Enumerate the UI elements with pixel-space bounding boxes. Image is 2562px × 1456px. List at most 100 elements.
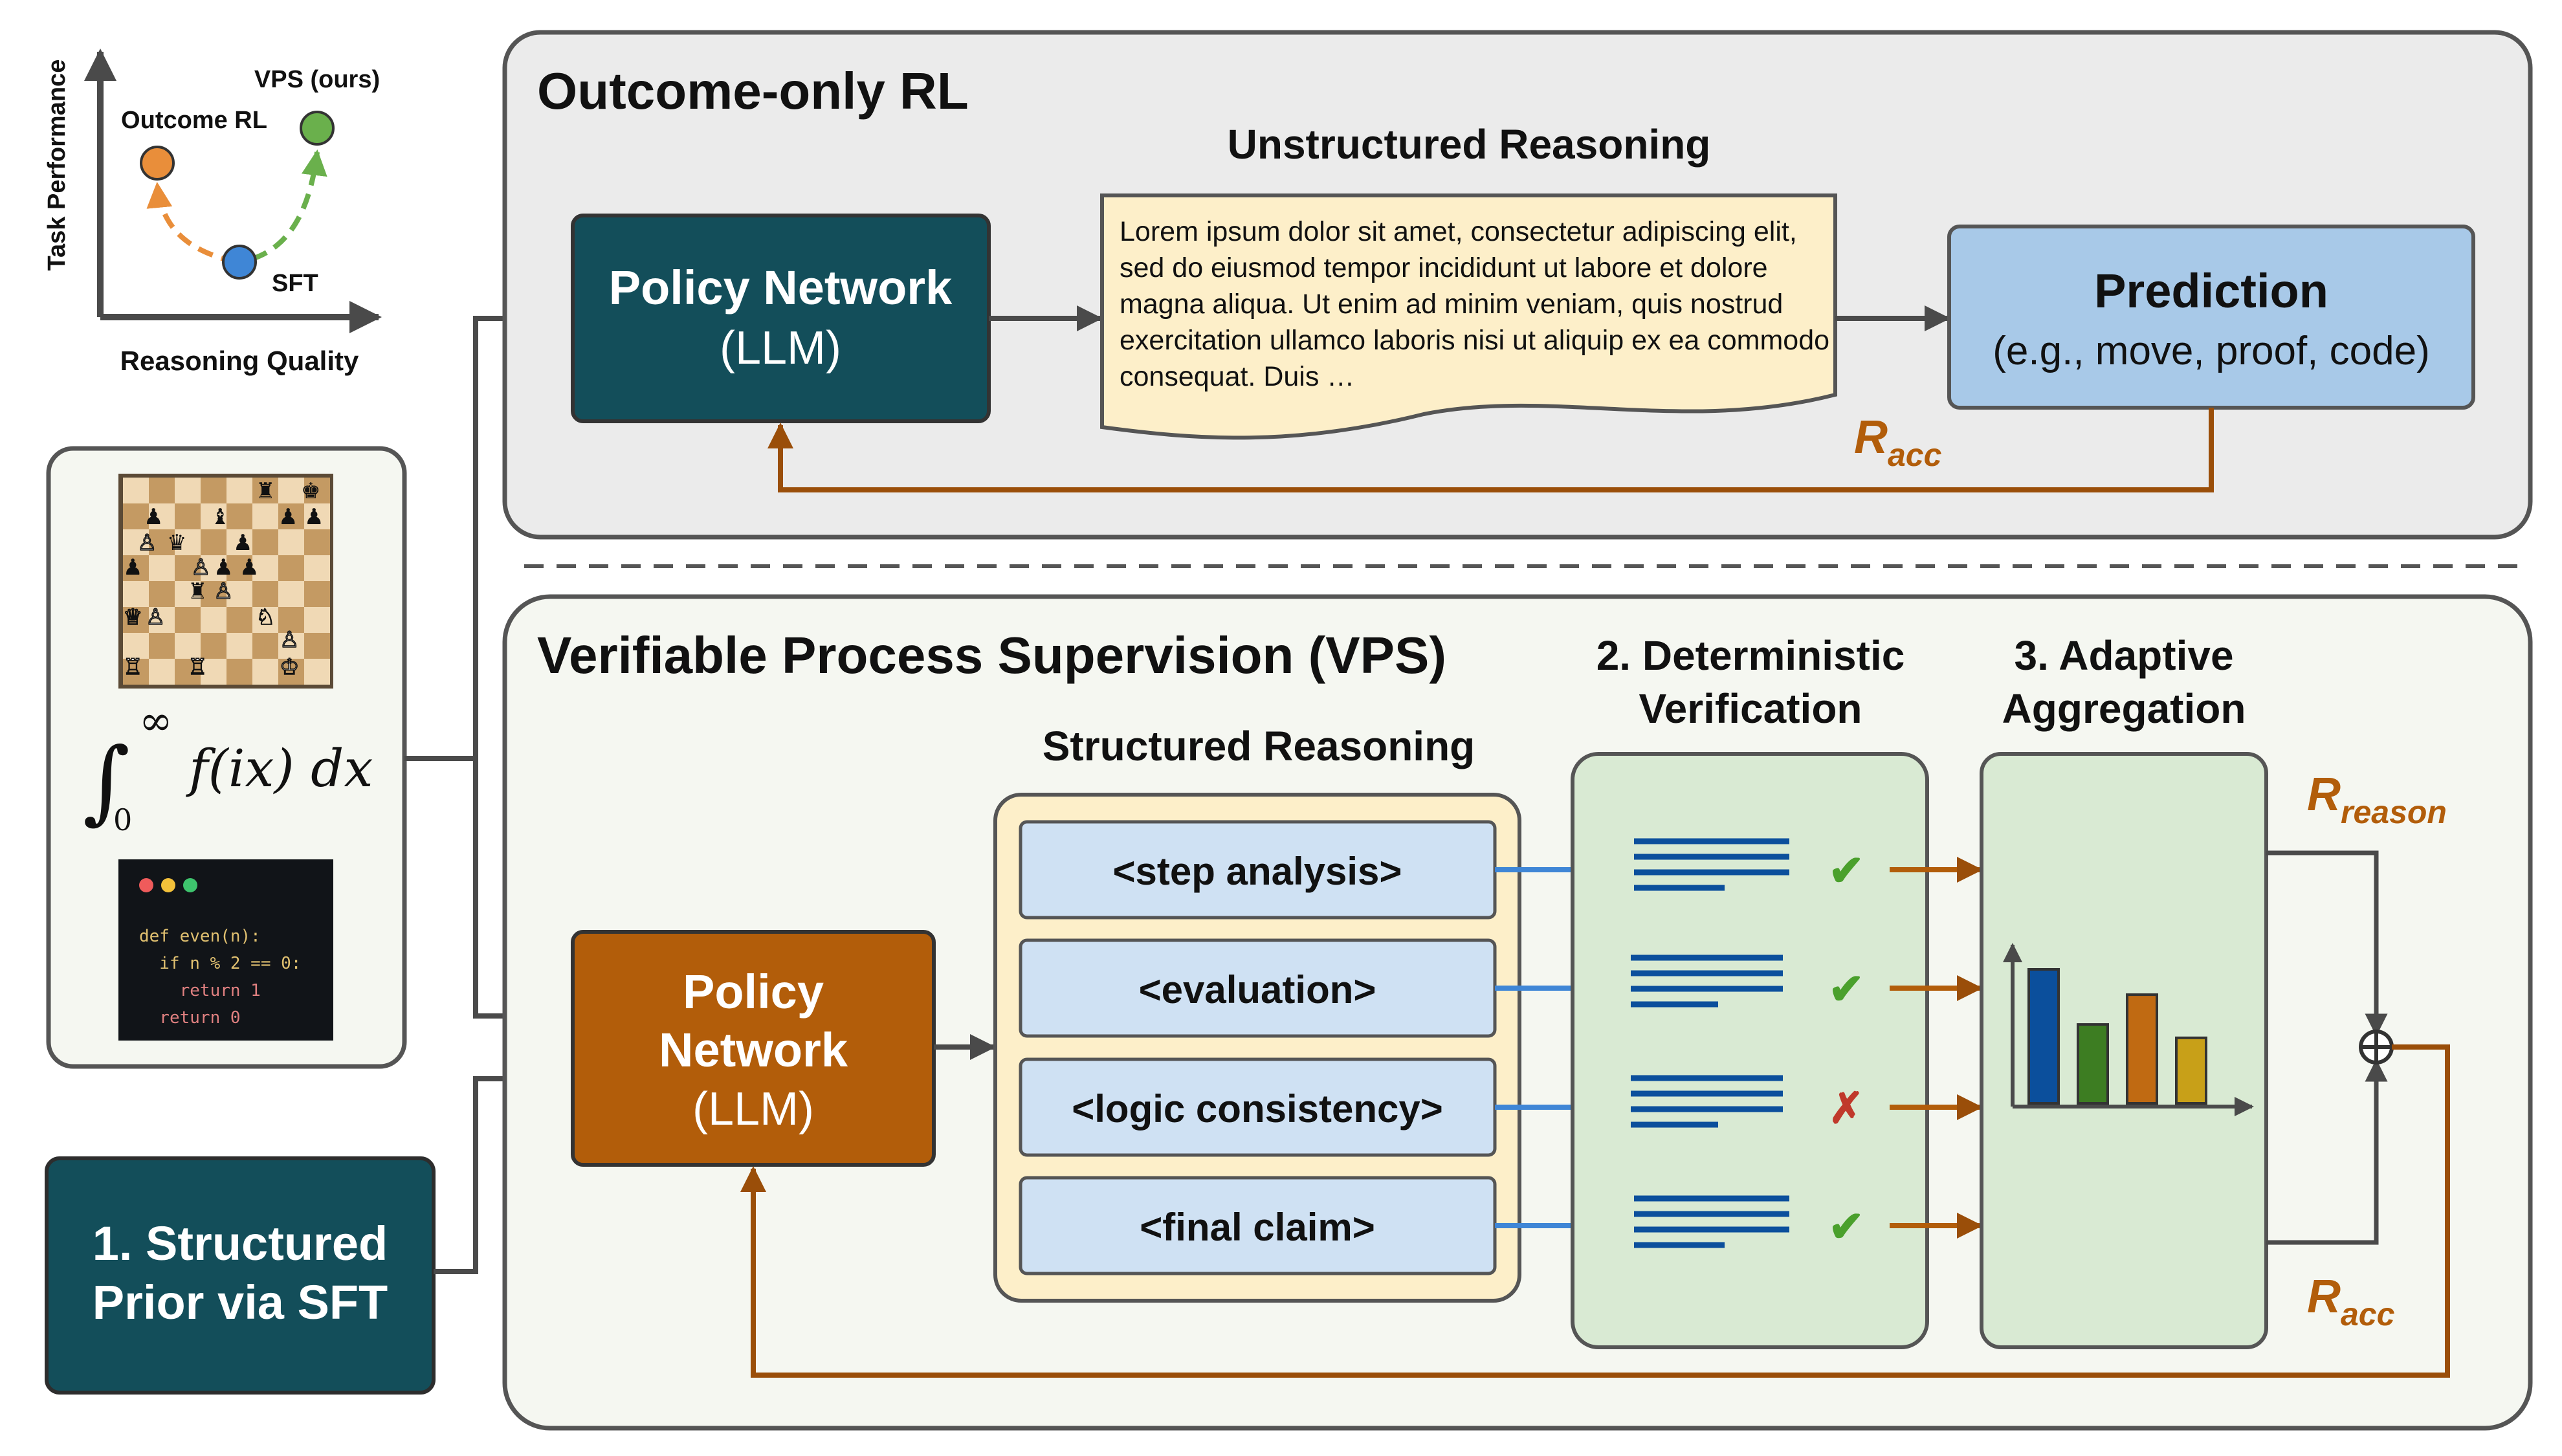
step-analysis-tag: <step analysis> [1019,820,1497,920]
chess-square [175,503,201,529]
reward-reason-label: Rreason [2307,769,2447,830]
reward-acc-feedback-top [767,408,2214,492]
svg-text:♜: ♜ [256,478,275,504]
chess-square [123,555,149,581]
policy-bottom-line3: (LLM) [692,1083,814,1135]
chess-square [226,503,252,529]
outcome-rl-title: Outcome-only RL [537,62,969,120]
chess-square [149,503,175,529]
structured-reasoning-container [993,793,1521,1303]
reward-acc-bottom-label: Racc [2307,1271,2395,1332]
chess-square [123,581,149,607]
chess-square [175,607,201,633]
svg-text:♔: ♔ [280,654,299,680]
step-label: <evaluation> [1139,968,1376,1011]
check-mark-icon: ✔ [1828,846,1864,894]
chess-square [201,633,226,659]
chess-square [252,607,278,633]
prediction-title: Prediction [2094,264,2328,318]
reward-feedback-bottom [740,1044,2450,1378]
chess-square [304,581,330,607]
chess-square [278,607,304,633]
chess-square [304,633,330,659]
verification-text-lines [1631,838,1789,1248]
verification-title-2: Verification [1639,685,1862,732]
chess-square [304,659,330,685]
chess-square [252,659,278,685]
chess-square [201,503,226,529]
chess-square [226,478,252,503]
vps-title: Verifiable Process Supervision (VPS) [537,626,1446,684]
chess-square [252,555,278,581]
chess-square [278,581,304,607]
window-close-dot [139,878,153,892]
chess-square [226,659,252,685]
chess-square [278,659,304,685]
chess-square [149,659,175,685]
chess-square [123,529,149,555]
policy-bottom-line2: Network [659,1023,848,1077]
aggregation-bar [2175,1036,2207,1105]
code-line: return 0 [139,1008,241,1028]
chess-square [201,659,226,685]
chess-square [175,529,201,555]
chess-square [252,529,278,555]
svg-text:♟: ♟ [239,555,259,580]
evaluation-tag: <evaluation> [1019,938,1497,1038]
chess-square [123,503,149,529]
chess-square [226,529,252,555]
label-sft: SFT [272,270,318,297]
svg-text:♟: ♟ [214,555,233,580]
integral-upper: ∞ [139,697,173,744]
aggregation-title-2: Aggregation [2002,685,2246,732]
svg-text:♛: ♛ [167,530,186,556]
chess-square [123,478,149,503]
aggregation-title-1: 3. Adaptive [2014,632,2233,679]
aggregation-bar [2027,968,2060,1105]
svg-text:♙: ♙ [146,604,165,630]
reward-acc-top: Racc [1854,412,1942,473]
chess-square [252,503,278,529]
svg-text:♙: ♙ [191,555,210,580]
svg-text:♙: ♙ [214,579,233,604]
chess-square [278,555,304,581]
sft-title-line1: 1. Structured [93,1217,388,1270]
chess-square [278,529,304,555]
logic-consistency-tag: <logic consistency> [1019,1057,1497,1157]
reward-acc-line [2266,1059,2388,1245]
chess-square [226,607,252,633]
point-sft [222,245,257,280]
chess-square [123,607,149,633]
aggregation-bar-chart [2003,943,2254,1116]
chess-square [201,555,226,581]
chess-square [175,633,201,659]
label-vps: VPS (ours) [254,66,380,93]
svg-text:♟: ♟ [233,530,252,556]
aggregation-bar [2077,1023,2109,1105]
chess-square [123,659,149,685]
policy-network-bottom: Policy Network (LLM) [571,930,936,1167]
chess-square [175,555,201,581]
policy-top-line2: (LLM) [720,322,841,374]
verification-title-1: 2. Deterministic [1596,632,1905,679]
chess-square [201,607,226,633]
chess-board-image: ♟ ♝ ♜ ♚ ♟ ♟ ♙ ♛ ♟ ♟ ♙ ♟ ♟ ♜ ♙ ♕ ♙ ♘ ♙ ♖ … [118,474,333,689]
svg-text:♟: ♟ [304,504,324,530]
chess-square [201,581,226,607]
chess-square [201,478,226,503]
svg-text:♟: ♟ [144,504,163,530]
chess-square [175,478,201,503]
sft-title-line2: Prior via SFT [93,1275,388,1329]
chess-square [278,503,304,529]
chess-square [123,633,149,659]
chess-square [252,478,278,503]
aggregation-bar [2126,993,2158,1105]
window-minimize-dot [161,878,175,892]
chess-square [201,529,226,555]
cross-mark-icon: ✗ [1828,1084,1864,1132]
outcome-rl-panel: Outcome-only RL Policy Network (LLM) Uns… [502,30,2533,540]
code-window: def even(n): if n % 2 == 0: return 1 ret… [118,859,333,1041]
policy-top-line1: Policy Network [609,261,953,314]
inputs-panel: ♟ ♝ ♜ ♚ ♟ ♟ ♙ ♛ ♟ ♟ ♙ ♟ ♟ ♜ ♙ ♕ ♙ ♘ ♙ ♖ … [46,446,407,1069]
chess-square [226,581,252,607]
